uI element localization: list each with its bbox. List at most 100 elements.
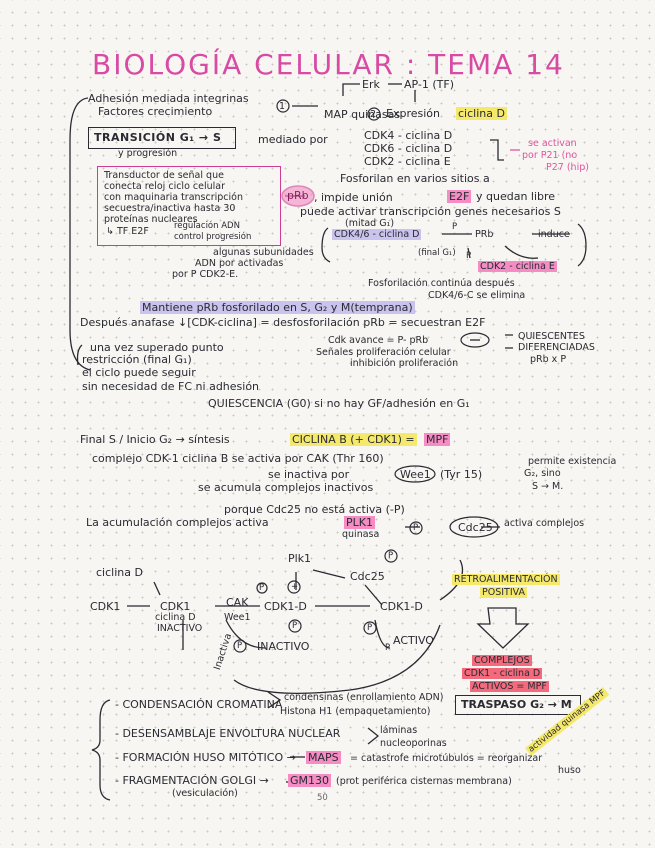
regulacion-text: regulación ADN	[174, 221, 240, 231]
final-s-text: Final S / Inicio G₂ → síntesis	[80, 433, 230, 446]
vesiculacion-text: (vesiculación)	[172, 788, 238, 799]
permite-text: permite existencia	[528, 456, 617, 467]
quinasa-text: quinasa	[342, 529, 380, 540]
huso-text: huso	[558, 765, 581, 776]
despues-text: Después anafase ↓[CDK-ciclina] = desfosf…	[80, 316, 486, 329]
diagram-ciclina-d-2: ciclina D	[155, 612, 196, 623]
page-title: BIOLOGÍA CELULAR : TEMA 14	[92, 48, 565, 81]
circle-label-2: 2	[370, 109, 377, 120]
laminas-text: láminas	[380, 725, 418, 736]
map-quinasas-text: MAP quinasas	[324, 108, 401, 121]
transicion-label: TRANSICIÓN G₁ → S	[94, 131, 222, 144]
diagram-p-5: P	[237, 641, 243, 651]
activa-complejos-text: activa complejos	[504, 518, 585, 529]
control-text: control progresión	[174, 232, 252, 242]
diagram-plus: +	[291, 582, 299, 592]
complejos-highlight: COMPLEJOS	[472, 655, 532, 666]
expresion-text: Expresión	[386, 107, 440, 120]
diagram-plk1: Plk1	[288, 552, 312, 565]
prb-label: pRb	[287, 189, 309, 202]
impide-text: , impide unión	[314, 191, 393, 204]
diagram-p-6: P	[385, 643, 391, 653]
e2f-highlight: E2F	[447, 190, 472, 203]
cdk46-elimina-text: CDK4/6-C se elimina	[428, 290, 526, 301]
diagram-activo: ACTIVO	[393, 634, 434, 647]
mpf-highlight: MPF	[424, 433, 451, 446]
maps-highlight: MAPS	[306, 751, 341, 764]
transductor-box	[97, 166, 281, 246]
tyr15-text: (Tyr 15)	[440, 468, 483, 481]
quiescentes-text: QUIESCENTES	[518, 331, 585, 342]
diagram-ciclina-d: ciclina D	[96, 566, 143, 579]
senales-text: Señales proliferación celular	[316, 347, 451, 358]
adn-por-text: ADN por activadas	[195, 258, 284, 269]
diagram-p-2: P	[388, 551, 394, 561]
diagram-cak: CAK	[226, 596, 249, 609]
por-p-text: por P CDK2-E.	[172, 269, 239, 280]
circle-p-label: P	[413, 523, 419, 533]
wee1-text: Wee1	[400, 468, 431, 481]
desensamblaje-text: - DESENSAMBLAJE ENVOLTURA NUCLEAR	[115, 727, 341, 740]
condensacion-text: - CONDENSACIÓN CROMATINA	[115, 698, 283, 711]
positiva-highlight: POSITIVA	[480, 587, 528, 598]
se-inactiva-text: se inactiva por	[268, 468, 350, 481]
induce-text: induce	[538, 229, 570, 240]
fragmentacion-text: - FRAGMENTACIÓN GOLGI →	[115, 774, 269, 787]
restriccion-text: restricción (final G₁)	[82, 353, 192, 366]
ciclina-d-highlight: ciclina D	[456, 107, 507, 120]
final-g1-text: (final G₁)	[418, 248, 456, 258]
diagram-inactivo-2: INACTIVO	[257, 640, 310, 653]
mantiene-highlight: Mantiene pRb fosforilado en S, G₂ y M(te…	[140, 301, 415, 314]
ap1-text: AP-1 (TF)	[404, 78, 455, 91]
p-label-a: P	[452, 222, 458, 232]
quedan-libre-text: y quedan libre	[476, 190, 556, 203]
diagram-p-1: P	[259, 583, 265, 593]
fosforilacion-text: Fosforilación continúa después	[368, 278, 515, 289]
erk-text: Erk	[362, 78, 380, 91]
transicion-box	[88, 127, 236, 149]
activan-text: se activan	[528, 138, 577, 149]
cdc25-text: Cdc25	[458, 521, 493, 534]
histona-text: Histona H1 (empaquetamiento)	[280, 706, 431, 717]
quiescencia-text: QUIESCENCIA (G0) si no hay GF/adhesión e…	[208, 397, 470, 410]
el-ciclo-text: el ciclo puede seguir	[82, 366, 196, 379]
circle-label-1: 1	[279, 101, 286, 112]
transductor-line-4: secuestra/inactiva hasta 30	[104, 203, 236, 214]
cdk46-highlight: CDK4/6 - ciclina D	[332, 229, 422, 240]
diferenciadas-text: DIFERENCIADAS	[518, 342, 595, 353]
diagram-wee1: Wee1	[224, 612, 251, 623]
adhesion-text: Adhesión mediada integrinas	[88, 92, 249, 105]
transductor-line-5: proteínas nucleares	[104, 214, 198, 225]
prb-2-text: PRb	[475, 229, 494, 240]
acumulacion-text: La acumulación complejos activa	[86, 516, 269, 529]
sin-necesidad-text: sin necesidad de FC ni adhesión	[82, 380, 260, 393]
factores-text: Factores crecimiento	[98, 105, 213, 118]
diagram-cdk1-d-2: CDK1-D	[380, 600, 423, 613]
diagram-cdk1-d: CDK1-D	[264, 600, 307, 613]
transductor-line-1: Transductor de señal que	[104, 170, 224, 181]
complejo-text: complejo CDK-1 ciclina B se activa por C…	[92, 452, 384, 465]
diagram-cdk1-2: CDK1	[160, 600, 191, 613]
prb-xp-text: pRb x P	[530, 354, 567, 365]
cdk-avance-text: Cdk avance = P- pRb	[328, 335, 429, 346]
progresion-text: y progresión	[118, 148, 178, 159]
retro-highlight: RETROALIMENTACIÓN	[452, 574, 560, 585]
g2-sino-text: G₂, sino	[524, 468, 561, 479]
cdk2-e-highlight: CDK2 - ciclina E	[478, 261, 557, 272]
transductor-line-2: conecta reloj ciclo celular	[104, 181, 225, 192]
ciclina-b-highlight: CICLINA B (+ CDK1) =	[290, 433, 417, 446]
diagram-p-4: P	[367, 623, 373, 633]
formacion-text: - FORMACIÓN HUSO MITÓTICO →	[115, 751, 296, 764]
mediado-text: mediado por	[258, 133, 328, 146]
algunas-text: algunas subunidades	[213, 247, 314, 258]
diagram-p-3: P	[292, 621, 298, 631]
activos-highlight: ACTIVOS = MPF	[470, 681, 549, 692]
s-m-text: S → M.	[532, 481, 564, 492]
diagram-cdk1: CDK1	[90, 600, 121, 613]
porque-text: porque Cdc25 no está activa (-P)	[224, 503, 405, 516]
fosforilan-text: Fosforilan en varios sitios a	[340, 172, 490, 185]
nucleoporinas-text: nucleoporinas	[380, 738, 447, 749]
diagram-inactivo: INACTIVO	[157, 623, 203, 634]
cdk6-text: CDK6 - ciclina D	[364, 142, 453, 155]
